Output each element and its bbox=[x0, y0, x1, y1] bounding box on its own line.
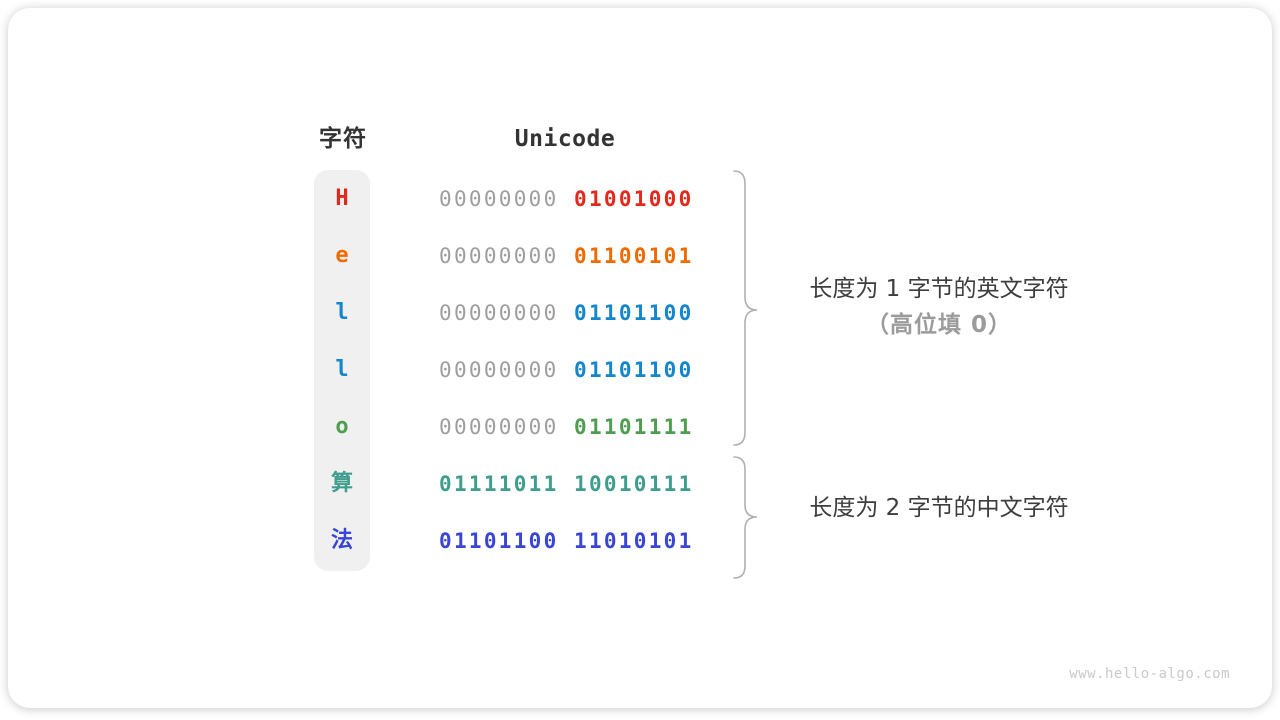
watermark-url: www.hello-algo.com bbox=[1069, 666, 1230, 682]
unicode-high-byte: 01111011 bbox=[439, 472, 559, 496]
unicode-low-byte: 01001000 bbox=[574, 187, 694, 211]
table-row: e 00000000 01100101 bbox=[8, 241, 1280, 271]
unicode-high-byte: 00000000 bbox=[439, 415, 559, 439]
brace-english-rows bbox=[733, 170, 758, 446]
annotation-english-line2: （高位填 0） bbox=[865, 312, 1012, 338]
unicode-low-byte: 11010101 bbox=[574, 529, 694, 553]
char-cell: H bbox=[335, 186, 349, 211]
unicode-low-byte: 01101111 bbox=[574, 415, 694, 439]
table-row: H 00000000 01001000 bbox=[8, 184, 1280, 214]
table-row: 算 01111011 10010111 bbox=[8, 469, 1280, 499]
unicode-high-byte: 00000000 bbox=[439, 358, 559, 382]
unicode-high-byte: 00000000 bbox=[439, 301, 559, 325]
char-cell: e bbox=[335, 243, 349, 268]
annotation-chinese-chars: 长度为 2 字节的中文字符 bbox=[773, 493, 1105, 524]
unicode-low-byte: 10010111 bbox=[574, 472, 694, 496]
char-cell: 法 bbox=[330, 528, 353, 553]
brace-group bbox=[733, 170, 758, 579]
unicode-high-byte: 00000000 bbox=[439, 244, 559, 268]
char-cell: l bbox=[335, 357, 349, 382]
char-cell: 算 bbox=[330, 471, 353, 496]
unicode-low-byte: 01101100 bbox=[574, 358, 694, 382]
char-cell: l bbox=[335, 300, 349, 325]
unicode-low-byte: 01101100 bbox=[574, 301, 694, 325]
diagram-card: 字符 Unicode H 00000000 01001000 e 0000000… bbox=[8, 8, 1272, 708]
char-cell: o bbox=[335, 414, 349, 439]
brace-chinese-rows bbox=[733, 456, 758, 579]
unicode-high-byte: 00000000 bbox=[439, 187, 559, 211]
annotation-english-line1: 长度为 1 字节的英文字符 bbox=[809, 276, 1069, 302]
column-header-unicode: Unicode bbox=[514, 126, 616, 152]
annotation-english-chars: 长度为 1 字节的英文字符 （高位填 0） bbox=[773, 274, 1105, 341]
unicode-low-byte: 01100101 bbox=[574, 244, 694, 268]
unicode-high-byte: 01101100 bbox=[439, 529, 559, 553]
table-row: 法 01101100 11010101 bbox=[8, 526, 1280, 556]
table-row: o 00000000 01101111 bbox=[8, 412, 1280, 442]
table-row: l 00000000 01101100 bbox=[8, 355, 1280, 385]
annotation-chinese-line1: 长度为 2 字节的中文字符 bbox=[809, 495, 1069, 521]
column-header-char: 字符 bbox=[319, 126, 367, 152]
table-row: l 00000000 01101100 bbox=[8, 298, 1280, 328]
char-column-background bbox=[314, 170, 370, 571]
